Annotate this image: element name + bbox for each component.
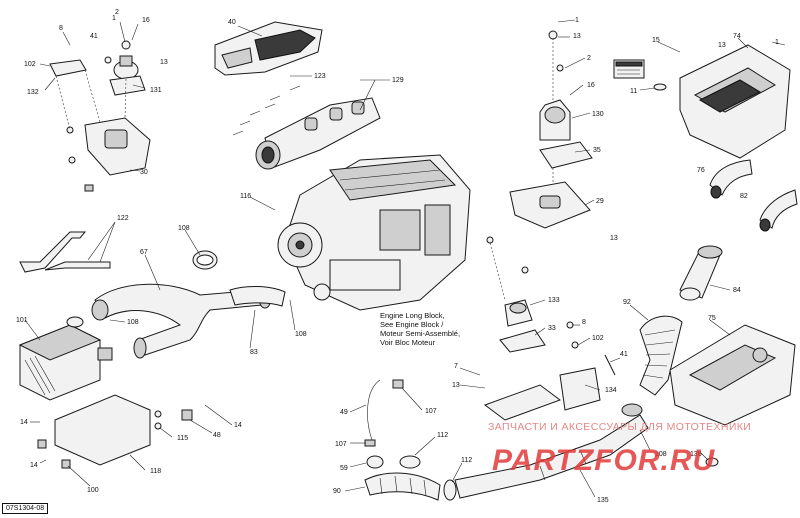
y-intake-pipe [91, 283, 286, 359]
callout-107-right: 107 [425, 408, 437, 415]
callout-75: 75 [708, 315, 716, 322]
callout-14-mid: 14 [234, 422, 242, 429]
callout-131: 131 [150, 87, 162, 94]
callout-13-top-right: 13 [718, 42, 726, 49]
callout-67: 67 [140, 249, 148, 256]
callout-101: 101 [16, 317, 28, 324]
callout-82: 82 [740, 193, 748, 200]
callout-2-right: 2 [587, 55, 591, 62]
support-strap-122 [19, 231, 111, 273]
callout-1: 1 [112, 15, 116, 22]
corrugated-air-hose-92 [639, 315, 683, 396]
note-line-3: Moteur Semi-Assemblé, [380, 329, 460, 338]
callout-2: 2 [115, 9, 119, 16]
callout-122: 122 [117, 215, 129, 222]
engine-top-cover [214, 21, 323, 76]
callout-102: 102 [24, 61, 36, 68]
callout-130: 130 [592, 111, 604, 118]
leader-lines [24, 19, 786, 498]
callout-74: 74 [733, 33, 741, 40]
callout-8-mid: 8 [582, 319, 586, 326]
callout-108-top: 108 [178, 225, 190, 232]
callout-108-bottom: 108 [655, 451, 667, 458]
callout-92: 92 [623, 299, 631, 306]
callout-16-right: 16 [587, 82, 595, 89]
callout-76: 76 [697, 167, 705, 174]
callout-13: 13 [160, 59, 168, 66]
callout-134: 134 [605, 387, 617, 394]
note-line-1: Engine Long Block, [380, 311, 445, 320]
callout-59: 59 [340, 465, 348, 472]
callout-112-top: 112 [437, 432, 448, 439]
callout-8: 8 [59, 25, 63, 32]
engine-mount-bracket-right [509, 30, 593, 229]
air-duct-135 [454, 403, 719, 499]
callout-100: 100 [87, 487, 99, 494]
callout-13-mid: 13 [452, 382, 460, 389]
callout-115: 115 [177, 435, 188, 442]
callout-116: 116 [240, 193, 251, 200]
callout-102-mid: 102 [592, 335, 604, 342]
engine-long-block [277, 154, 471, 311]
watermark-caption: ЗАПЧАСТИ И АКСЕССУАРЫ ДЛЯ МОТОТЕХНИКИ [488, 421, 752, 433]
air-box-base-75 [669, 324, 796, 426]
callout-33: 33 [548, 325, 556, 332]
callout-11: 11 [630, 88, 637, 95]
note-line-4: Voir Bloc Moteur [380, 338, 436, 347]
engine-mount-bracket-left [49, 40, 151, 192]
callout-14-left: 14 [20, 419, 28, 426]
callout-16: 16 [142, 17, 150, 24]
callout-129: 129 [392, 77, 404, 84]
callout-labels: 1 2 8 41 16 13 102 132 131 30 40 123 129… [16, 9, 779, 504]
callout-83: 83 [250, 349, 258, 356]
callout-29: 29 [596, 198, 604, 205]
callout-41-right: 41 [620, 351, 628, 358]
diagram-reference-code: 07S1304-08 [2, 503, 49, 514]
air-hose-84 [679, 245, 723, 301]
engine-block-note: Engine Long Block, See Engine Block / Mo… [380, 311, 460, 347]
callout-112-bottom: 112 [461, 457, 472, 464]
intercooler-101 [18, 316, 113, 401]
mount-bracket-133 [486, 236, 546, 353]
intake-hose-76 [709, 159, 753, 199]
note-line-2: See Engine Block / [380, 320, 444, 329]
callout-84: 84 [733, 287, 741, 294]
callout-13-mid-right: 13 [610, 235, 618, 242]
callout-7: 7 [454, 363, 458, 370]
intake-hose-90 [364, 455, 457, 501]
warning-decal [613, 59, 645, 79]
callout-49: 49 [340, 409, 348, 416]
callout-48: 48 [213, 432, 221, 439]
bolt-set-123 [232, 85, 301, 136]
callout-41: 41 [90, 33, 98, 40]
callout-1-top-right: 1 [775, 39, 779, 46]
intake-manifold [255, 97, 381, 170]
callout-14-bottom: 14 [30, 462, 38, 469]
intake-hose-82 [759, 189, 798, 232]
callout-35: 35 [593, 147, 601, 154]
mount-bracket-134 [483, 321, 616, 421]
callout-30: 30 [140, 169, 148, 176]
callout-123: 123 [314, 73, 326, 80]
callout-133: 133 [548, 297, 560, 304]
watermark-logo-text: PARTZFOR.RU [492, 444, 716, 477]
callout-107-left: 107 [335, 441, 347, 448]
callout-15: 15 [652, 37, 660, 44]
callout-108-left: 108 [127, 319, 139, 326]
callout-136: 136 [690, 451, 702, 458]
callout-90: 90 [333, 488, 341, 495]
callout-108-mid: 108 [295, 331, 307, 338]
callout-118: 118 [150, 468, 161, 475]
callout-135: 135 [597, 497, 609, 504]
watermark-logo: PARTZFOR.RU [492, 444, 716, 477]
breather-tube-49 [364, 379, 404, 447]
callout-1-right: 1 [575, 17, 579, 24]
callout-40: 40 [228, 19, 236, 26]
callout-132: 132 [27, 89, 39, 96]
heat-shield-118 [37, 394, 193, 469]
air-intake-silencer-cover [653, 44, 791, 159]
callout-13-right: 13 [573, 33, 581, 40]
hose-clamp-108 [192, 250, 218, 270]
